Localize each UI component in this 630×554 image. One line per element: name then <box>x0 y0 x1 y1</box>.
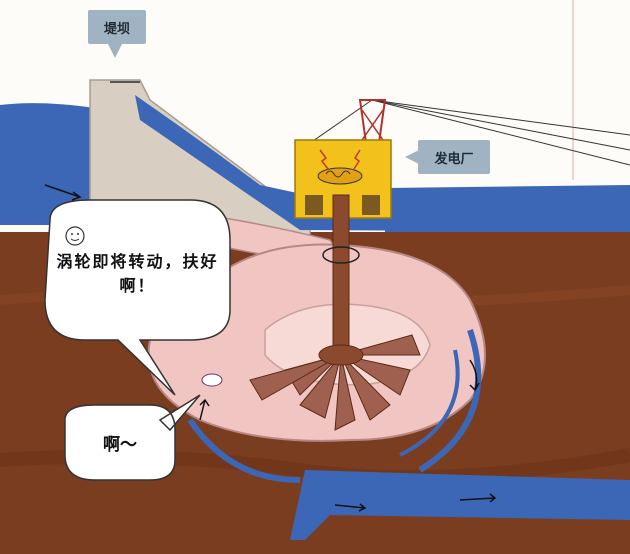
power-station-label-pointer <box>405 150 419 164</box>
power-station-label: 发电厂 <box>418 140 490 174</box>
dam-label-pointer <box>108 44 122 58</box>
dam-label-text: 堤坝 <box>104 18 130 37</box>
speech-bubble-2-text: 啊～ <box>70 430 170 455</box>
dam-label: 堤坝 <box>88 10 146 44</box>
speech-bubble-1-text: 涡轮即将转动，扶好啊！ <box>50 250 225 298</box>
power-station-label-text: 发电厂 <box>434 148 473 167</box>
turbine-shaft <box>333 195 349 355</box>
passenger-figure <box>202 374 222 386</box>
